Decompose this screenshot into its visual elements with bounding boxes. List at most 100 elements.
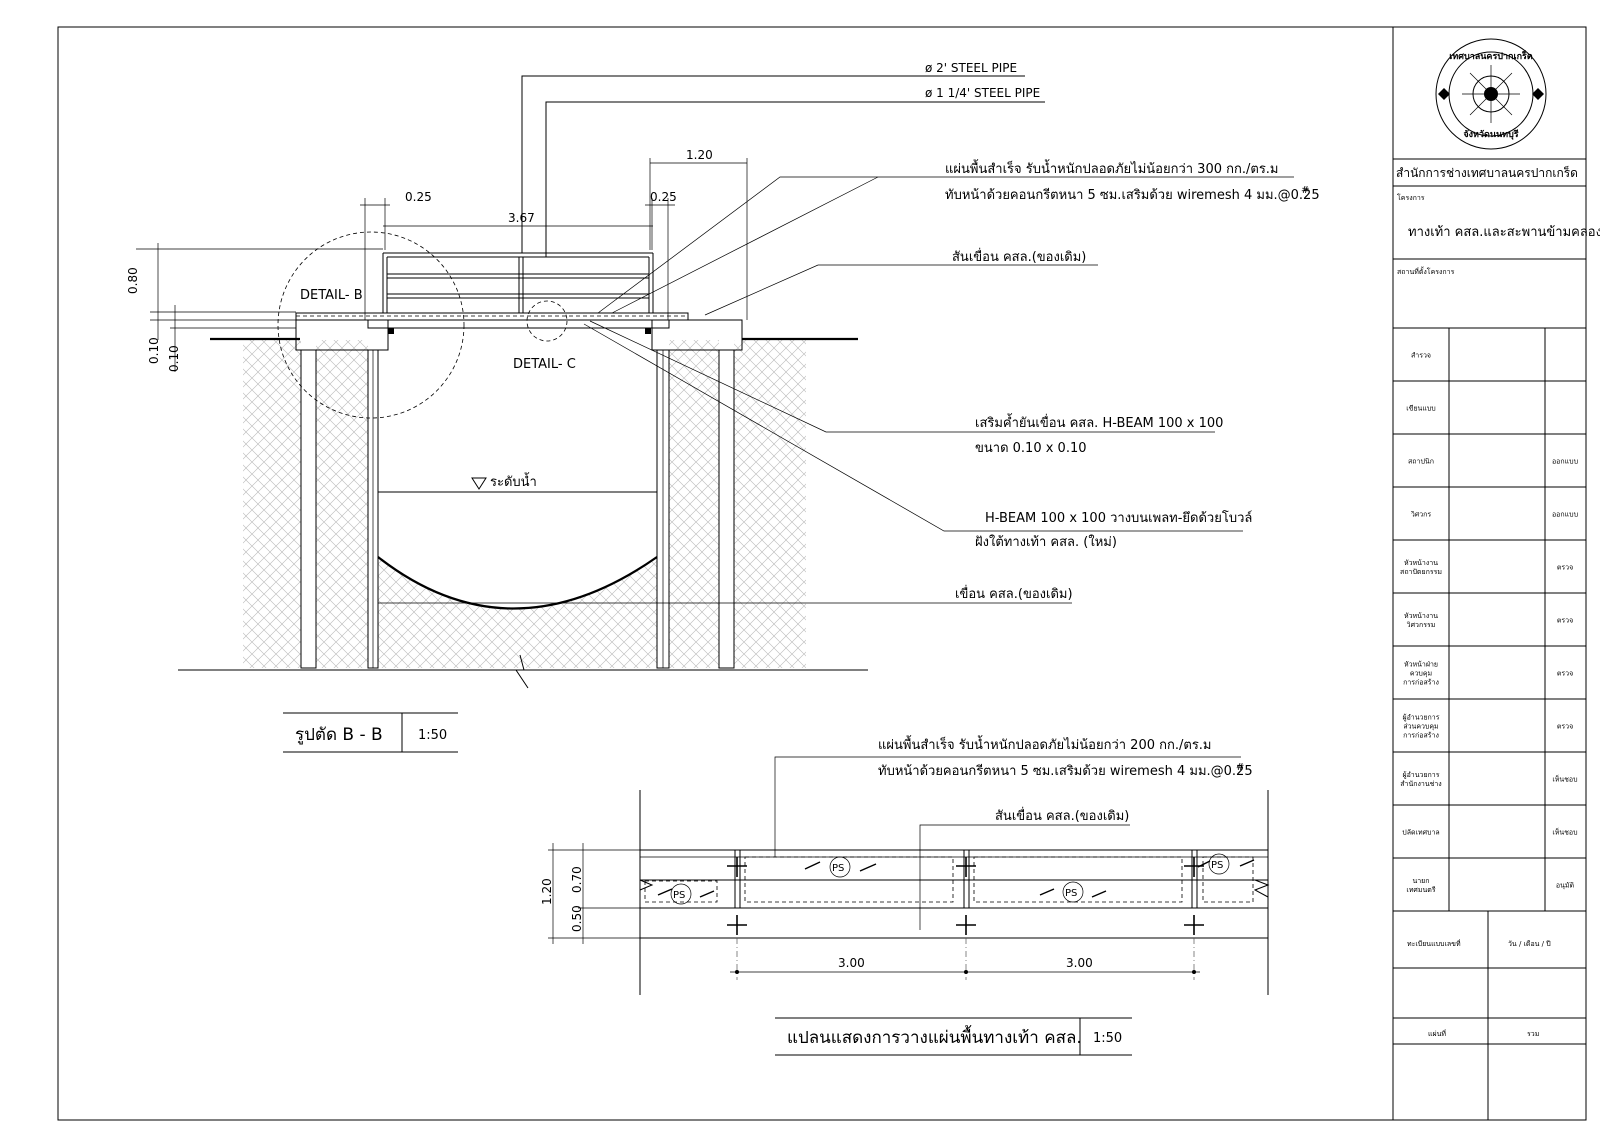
signature-row-label: ควบคุม <box>1410 670 1432 678</box>
plan-dim-span-2: 3.00 <box>1066 956 1093 970</box>
plan-note-ridge: สันเขื่อน คสล.(ของเดิม) <box>995 807 1129 824</box>
section-b-b: ระดับน้ำ DETAIL- B DETAIL- C ø 2' STEEL … <box>126 61 1320 753</box>
svg-text:PS: PS <box>1065 888 1077 899</box>
pipe-leader-1 <box>521 75 1025 253</box>
signature-row-label: เขียนแบบ <box>1406 405 1435 413</box>
municipal-seal: เทศบาลนครปากเกร็ด จังหวัดนนทบุรี <box>1435 38 1547 150</box>
signature-row-label: เทศมนตรี <box>1406 886 1435 894</box>
sheet-label: แผ่นที่ <box>1428 1029 1446 1038</box>
note-beam-2: ขนาด 0.10 x 0.10 <box>975 441 1087 456</box>
soil-left-outer <box>243 340 301 668</box>
dim-left-pad: 0.25 <box>405 190 432 204</box>
steel-railing <box>382 252 654 313</box>
detail-c-label: DETAIL- C <box>513 357 576 372</box>
location-label: สถานที่ตั้งโครงการ <box>1397 265 1455 276</box>
signature-row-role: ตรวจ <box>1557 564 1573 572</box>
dim-rail-height: 0.80 <box>126 267 140 294</box>
slab-precast <box>367 319 670 329</box>
dim-slab-a: 0.10 <box>147 337 161 364</box>
svg-text:#: # <box>1236 762 1244 773</box>
detail-b-circle <box>277 231 465 419</box>
soil-right-wall <box>669 340 719 668</box>
plan-dim-total: 1.20 <box>540 878 554 905</box>
signature-row-role: ตรวจ <box>1557 617 1573 625</box>
signature-row-role: อนุมัติ <box>1556 882 1575 890</box>
reg-label: ทะเบียนแบบเลขที่ <box>1407 939 1461 948</box>
break-mark <box>515 654 529 689</box>
plan-dim-lower: 0.50 <box>570 905 584 932</box>
plan-leader-ridge <box>919 824 1130 930</box>
section-scale: 1:50 <box>418 728 447 743</box>
detail-c-circle <box>526 300 568 342</box>
signature-row-label: หัวหน้างาน <box>1404 559 1438 567</box>
total-label: รวม <box>1527 1030 1539 1038</box>
note-ridge: สันเขื่อน คสล.(ของเดิม) <box>952 248 1086 265</box>
signature-row-label: สถาปัตยกรรม <box>1400 568 1442 576</box>
signature-row-label: หัวหน้างาน <box>1404 612 1438 620</box>
h-beam-markers <box>727 857 1204 935</box>
signature-row-label: นายก <box>1412 877 1429 885</box>
soil-left-wall <box>316 340 368 668</box>
wall-left-outer <box>300 349 317 669</box>
ridge-right <box>651 319 743 351</box>
wall-right-outer <box>718 349 735 669</box>
svg-text:PS: PS <box>832 863 844 874</box>
dim-top-width: 1.20 <box>686 148 713 162</box>
signature-row-label: ผู้อำนวยการ <box>1403 771 1440 779</box>
signature-row-label: ปลัดเทศบาล <box>1402 829 1439 837</box>
signature-row-label: วิศวกร <box>1411 511 1432 519</box>
signature-row-label: การก่อสร้าง <box>1403 679 1439 687</box>
date-label: วัน / เดือน / ปี <box>1508 940 1551 948</box>
section-caption: รูปตัด B - B <box>295 725 383 745</box>
signature-row-role: เห็นชอบ <box>1552 775 1577 784</box>
soil-right-outer <box>734 340 806 668</box>
plan-caption: แปลนแสดงการวางแผ่นพื้นทางเท้า คสล. <box>787 1025 1082 1048</box>
water-level-label: ระดับน้ำ <box>490 472 537 490</box>
ps-circle <box>670 883 692 905</box>
pipe-leader-2 <box>545 101 1045 257</box>
note-dam: เขื่อน คสล.(ของเดิม) <box>955 585 1073 602</box>
dim-right-pad: 0.25 <box>650 190 677 204</box>
signature-row-label: การก่อสร้าง <box>1403 732 1439 740</box>
ps-circle <box>1062 881 1084 903</box>
plan-dimensions: 1.20 0.70 0.50 3.00 3.00 <box>540 843 1200 980</box>
project-label: โครงการ <box>1397 193 1425 202</box>
water-level-icon <box>471 477 487 490</box>
plan-dim-span-1: 3.00 <box>838 956 865 970</box>
leader-ridge <box>704 264 1098 316</box>
signature-row-role: ตรวจ <box>1557 723 1573 731</box>
plan-note-slab-1: แผ่นพื้นสำเร็จ รับน้ำหนักปลอดภัยไม่น้อยก… <box>878 735 1212 753</box>
project-name: ทางเท้า คสล.และสะพานข้ามคลอง <box>1408 225 1600 240</box>
pipe-label-1: ø 2' STEEL PIPE <box>925 61 1017 75</box>
soil-canal-bed <box>378 557 657 668</box>
signature-row-label: วิศวกรรม <box>1407 621 1436 629</box>
signature-row-label: สถาปนิก <box>1408 458 1434 466</box>
note-beam-1: เสริมค้ำยันเขื่อน คสล. H-BEAM 100 x 100 <box>975 413 1223 431</box>
svg-text:PS: PS <box>673 890 685 901</box>
dim-slab-b: 0.10 <box>167 345 181 372</box>
section-dimensions: 1.20 0.25 0.25 3.67 0.80 0.10 0.10 <box>126 148 748 372</box>
signature-row-label: ผู้อำนวยการ <box>1403 714 1440 722</box>
signature-row-label: สำนักงานช่าง <box>1400 780 1441 788</box>
ps-circle <box>829 856 851 878</box>
dim-span: 3.67 <box>508 211 535 225</box>
slab-topping <box>295 312 689 321</box>
plan-note-slab-2: ทับหน้าด้วยคอนกรีตหนา 5 ซม.เสริมด้วย wir… <box>878 763 1253 779</box>
note-slab-1: แผ่นพื้นสำเร็จ รับน้ำหนักปลอดภัยไม่น้อยก… <box>945 159 1279 177</box>
note-slab-2: ทับหน้าด้วยคอนกรีตหนา 5 ซม.เสริมด้วย wir… <box>945 187 1320 203</box>
leader-beam <box>589 320 1215 433</box>
signature-row-label: ส่วนควบคุม <box>1403 723 1438 731</box>
plan-scale: 1:50 <box>1093 1031 1122 1046</box>
note-hbeam-2: ฝังใต้ทางเท้า คสล. (ใหม่) <box>975 534 1117 550</box>
leader-hbeam <box>583 323 1243 532</box>
signature-table: สำรวจเขียนแบบสถาปนิกออกแบบวิศวกรออกแบบหั… <box>1393 328 1586 911</box>
signature-row-role: เห็นชอบ <box>1552 828 1577 837</box>
leader-slab <box>597 176 1294 314</box>
signature-row-role: ออกแบบ <box>1552 511 1578 519</box>
note-hbeam-1: H-BEAM 100 x 100 วางบนเพลท-ยึดด้วยโบวล์ <box>985 510 1252 526</box>
canal-bed-curve <box>377 556 658 610</box>
seal-bottom-text: จังหวัดนนทบุรี <box>1463 129 1518 140</box>
signature-row-role: ออกแบบ <box>1552 458 1578 466</box>
plan-leader-slab <box>774 756 1241 857</box>
